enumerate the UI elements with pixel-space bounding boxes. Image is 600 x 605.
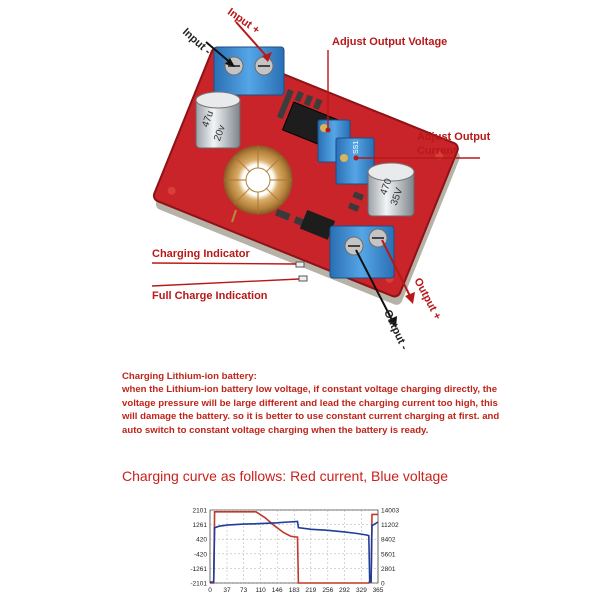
x-tick-label: 183 [289, 587, 300, 594]
description-heading: Charging Lithium-ion battery: [122, 371, 257, 382]
capacitor-left: 47u 20v [195, 91, 241, 149]
pot-current: SS1 [335, 137, 375, 185]
x-tick-label: 110 [255, 587, 266, 594]
pcb [152, 46, 460, 305]
y-left-tick-label: -420 [194, 551, 207, 558]
label-adjust-current-1: Adjust Output [417, 131, 491, 143]
y-left-tick-label: 1261 [193, 522, 208, 529]
y-right-tick-label: 8402 [381, 537, 396, 544]
annotation-lines [151, 21, 480, 328]
curve-title: Charging curve as follows: Red current, … [122, 468, 449, 484]
y-left-tick-label: -1261 [190, 566, 207, 573]
label-adjust-current-2: Current [417, 145, 457, 157]
series-line-voltage [210, 520, 379, 583]
board-illustration: 47u 20v SS1 [151, 6, 491, 352]
capacitor-right: 470 35V [367, 162, 415, 217]
led-charging [295, 261, 305, 268]
description-body: when the Lithium-ion battery low voltage… [122, 384, 500, 436]
cap-left-text1: 47u [200, 109, 216, 128]
y-right-tick-label: 14003 [381, 508, 399, 515]
label-adjust-voltage: Adjust Output Voltage [332, 36, 448, 48]
x-tick-label: 219 [305, 587, 316, 594]
description: Charging Lithium-ion battery: when the L… [122, 370, 502, 437]
y-right-tick-label: 11202 [381, 522, 399, 529]
input-terminal [213, 46, 285, 96]
chart-svg: 2101 1261 420 -420 -1261 -2101 14003 11202 8402 5… [190, 508, 399, 595]
toroid-inductor [223, 145, 293, 223]
y-left-tick-label: -2101 [190, 581, 207, 588]
y-right-tick-label: 2801 [381, 566, 396, 573]
charging-curve-chart: 2101 1261 420 -420 -1261 -2101 14003 11202 8402 5… [180, 505, 420, 600]
label-full-charge: Full Charge Indication [152, 290, 268, 302]
x-tick-label: 73 [240, 587, 248, 594]
output-terminal [329, 225, 395, 279]
x-tick-label: 0 [208, 587, 212, 594]
cap-left-text2: 20v [212, 124, 228, 143]
y-left-tick-label: 420 [196, 537, 207, 544]
board-svg: 47u 20v SS1 [151, 21, 480, 328]
pot-text: SS1 [353, 141, 360, 154]
x-tick-label: 37 [223, 587, 231, 594]
x-tick-label: 256 [322, 587, 333, 594]
led-full [298, 275, 308, 282]
y-left-tick-label: 2101 [193, 508, 208, 515]
x-tick-label: 292 [339, 587, 350, 594]
y-right-tick-label: 5601 [381, 551, 396, 558]
x-tick-label: 329 [356, 587, 367, 594]
x-tick-label: 365 [373, 587, 384, 594]
x-tick-label: 146 [272, 587, 283, 594]
label-charging-indicator: Charging Indicator [152, 248, 250, 260]
y-right-tick-label: 0 [381, 581, 385, 588]
